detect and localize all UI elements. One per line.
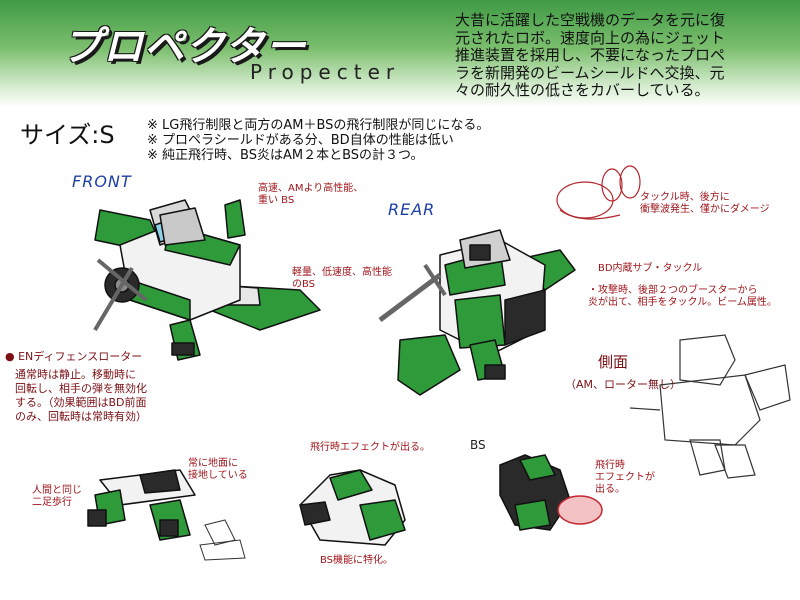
- legs-line-sketch: [199, 519, 246, 561]
- side-view-label: 側面: [598, 353, 629, 371]
- header-band: [0, 0, 800, 108]
- annotation-line: 常に地面に: [188, 458, 238, 469]
- annotation-line: のみ、回転時は常時有効）: [15, 410, 147, 423]
- annotation-line: 二足歩行: [32, 497, 72, 508]
- front-view-label: FRONT: [72, 172, 132, 191]
- en-rotor-description: 通常時は静止。移動時に 回転し、相手の弾を無効化 する。（効果範囲はBD前面 の…: [15, 368, 147, 424]
- tackle-annotation: タックル時、後方に 衝撃波発生、僅かにダメージ: [640, 192, 770, 216]
- legs-walk-annotation: 人間と同じ 二足歩行: [32, 485, 82, 509]
- note-line: ※ プロペラシールドがある分、BD自体の性能は低い: [147, 133, 454, 148]
- front-top-annotation: 高速、AMより高性能、 重い BS: [258, 183, 363, 207]
- annotation-line: エフェクトが: [595, 472, 655, 483]
- description-line: 元されたロボ。速度向上の為にジェット: [455, 28, 726, 47]
- bs-special-annotation: BS機能に特化。: [320, 555, 393, 567]
- en-rotor-title: ● ENディフェンスローター: [5, 350, 143, 363]
- annotation-line: タックル時、後方に: [640, 192, 730, 203]
- flight-fx-annotation: 飛行時 エフェクトが 出る。: [595, 460, 655, 496]
- side-view-sketch: [629, 334, 791, 479]
- bs-fx-annotation: 飛行時エフェクトが出る。: [310, 442, 430, 454]
- annotation-line: BD内蔵サブ・タックル: [598, 263, 703, 274]
- rear-view-label: REAR: [388, 200, 436, 219]
- front-robot-illustration: [93, 199, 321, 361]
- bs-flight-effect: [499, 454, 603, 531]
- rear-description-annotation: ・攻撃時、後部２つのブースターから 炎が出て、相手をタックル。ビーム属性。: [588, 285, 777, 309]
- note-line: ※ LG飛行制限と両方のAM＋BSの飛行制限が同じになる。: [147, 118, 490, 133]
- title-japanese: プロペクター: [62, 24, 307, 70]
- title-english: Propecter: [250, 60, 401, 84]
- front-mid-annotation: 軽量、低速度、高性能 のBS: [292, 267, 392, 291]
- legs-illustration: [87, 469, 196, 541]
- annotation-line: 衝撃波発生、僅かにダメージ: [640, 204, 770, 215]
- legs-ground-annotation: 常に地面に 接地している: [188, 458, 248, 482]
- tackle-sketch: [556, 165, 641, 220]
- annotation-line: のBS: [292, 279, 316, 290]
- description: 大昔に活躍した空戦機のデータを元に復 元されたロボ。速度向上の為にジェット 推進…: [455, 11, 790, 100]
- notes: ※ LG飛行制限と両方のAM＋BSの飛行制限が同じになる。 ※ プロペラシールド…: [147, 118, 489, 163]
- description-line: ラを新開発のビームシールドへ交換、元: [455, 63, 725, 82]
- description-line: 大昔に活躍した空戦機のデータを元に復: [455, 11, 726, 29]
- rear-bd-annotation: BD内蔵サブ・タックル: [598, 263, 702, 275]
- annotation-line: 人間と同じ: [32, 485, 82, 496]
- description-line: 推進装置を採用し、不要になったプロペ: [455, 46, 726, 64]
- annotation-line: 軽量、低速度、高性能: [292, 267, 392, 278]
- annotation-line: 回転し、相手の弾を無効化: [15, 382, 147, 395]
- description-line: 々の耐久性の低さをカバーしている。: [455, 81, 710, 99]
- bs-booster-illustration: [299, 469, 406, 546]
- rear-robot-illustration: [378, 229, 576, 396]
- annotation-line: 飛行時エフェクトが出る。: [310, 442, 430, 453]
- annotation-line: 高速、AMより高性能、: [258, 183, 364, 194]
- annotation-line: 重い BS: [258, 195, 295, 206]
- annotation-line: 炎が出て、相手をタックル。ビーム属性。: [588, 297, 777, 308]
- size-label: サイズ:S: [20, 121, 115, 149]
- annotation-line: BS機能に特化。: [320, 555, 394, 566]
- annotation-line: ・攻撃時、後部２つのブースターから: [588, 285, 758, 296]
- annotation-line: 接地している: [188, 470, 248, 481]
- side-view-sublabel: （AM、ローター無し）: [565, 378, 682, 391]
- annotation-line: する。（効果範囲はBD前面: [15, 396, 147, 409]
- annotation-line: 通常時は静止。移動時に: [15, 368, 136, 381]
- annotation-line: 飛行時: [595, 460, 625, 471]
- note-line: ※ 純正飛行時、BS炎はAM２本とBSの計３つ。: [147, 148, 424, 163]
- bs-label: BS: [470, 438, 486, 452]
- annotation-line: 出る。: [595, 484, 625, 495]
